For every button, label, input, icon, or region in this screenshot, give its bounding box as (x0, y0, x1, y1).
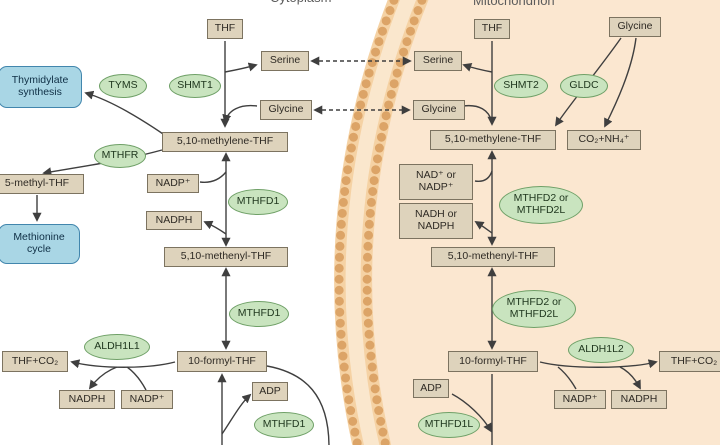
metabolite-serine-cyto: Serine (261, 51, 309, 71)
metabolite-thf-co2-mito: THF+CO₂ (659, 351, 720, 372)
enzyme-mthfd1-2: MTHFD1 (229, 301, 289, 327)
enzyme-aldh1l1: ALDH1L1 (84, 334, 150, 360)
metabolite-glycine-import-mito: Glycine (609, 17, 661, 37)
metabolite-nadp-cyto-top: NADP⁺ (147, 174, 199, 193)
metabolite-10-formyl-thf-mito: 10-formyl-THF (448, 351, 538, 372)
metabolite-nadh-or-nadph-mito: NADH or NADPH (399, 203, 473, 239)
metabolite-methenyl-thf-cyto: 5,10-methenyl-THF (164, 247, 288, 267)
metabolite-thf-cyto: THF (207, 19, 243, 39)
metabolite-adp-cyto: ADP (252, 382, 288, 401)
enzyme-gldc: GLDC (560, 74, 608, 98)
metabolite-nadph-cyto-bottom: NADPH (59, 390, 115, 409)
enzyme-mthfd2-1: MTHFD2 or MTHFD2L (499, 186, 583, 224)
process-thymidylate-synthesis: Thymidylate synthesis (0, 66, 82, 108)
reaction-arrows (32, 37, 658, 445)
enzyme-shmt1: SHMT1 (169, 74, 221, 98)
metabolite-10-formyl-thf-cyto: 10-formyl-THF (177, 351, 267, 372)
metabolite-glycine-cyto: Glycine (260, 100, 312, 120)
metabolite-thf-co2-cyto: THF+CO₂ (2, 351, 68, 372)
cytoplasm-label: Cytoplasm (270, 0, 331, 5)
metabolite-methenyl-thf-mito: 5,10-methenyl-THF (431, 247, 555, 267)
enzyme-mthfd1-1: MTHFD1 (228, 189, 288, 215)
metabolite-nadph-mito: NADPH (611, 390, 667, 409)
metabolite-glycine-mito: Glycine (413, 100, 465, 120)
metabolite-thf-mito: THF (474, 19, 510, 39)
process-methionine-cycle: Methionine cycle (0, 224, 80, 264)
mitochondrion-label: Mitochondrion (473, 0, 555, 8)
enzyme-shmt2: SHMT2 (494, 74, 548, 98)
metabolite-adp-mito: ADP (413, 379, 449, 398)
enzyme-tyms: TYMS (99, 74, 147, 98)
enzyme-aldh1l2: ALDH1L2 (568, 337, 634, 363)
metabolite-nadph-cyto-top: NADPH (146, 211, 202, 230)
metabolite-serine-mito: Serine (414, 51, 462, 71)
metabolite-methylene-thf-cyto: 5,10-methylene-THF (162, 132, 288, 152)
metabolite-methylene-thf-mito: 5,10-methylene-THF (430, 130, 556, 150)
enzyme-mthfd1-3: MTHFD1 (254, 412, 314, 438)
enzyme-mthfd2-2: MTHFD2 or MTHFD2L (492, 290, 576, 328)
enzyme-mthfr: MTHFR (94, 144, 146, 168)
metabolite-nad-or-nadp-mito: NAD⁺ or NADP⁺ (399, 164, 473, 200)
metabolite-5-methyl-thf: 5-methyl-THF (0, 174, 84, 194)
enzyme-mthfd1l: MTHFD1L (418, 412, 480, 438)
metabolite-nadp-cyto-bottom: NADP⁺ (121, 390, 173, 409)
metabolite-nadp-mito: NADP⁺ (554, 390, 606, 409)
metabolite-co2-nh4-mito: CO₂+NH₄⁺ (567, 130, 641, 150)
